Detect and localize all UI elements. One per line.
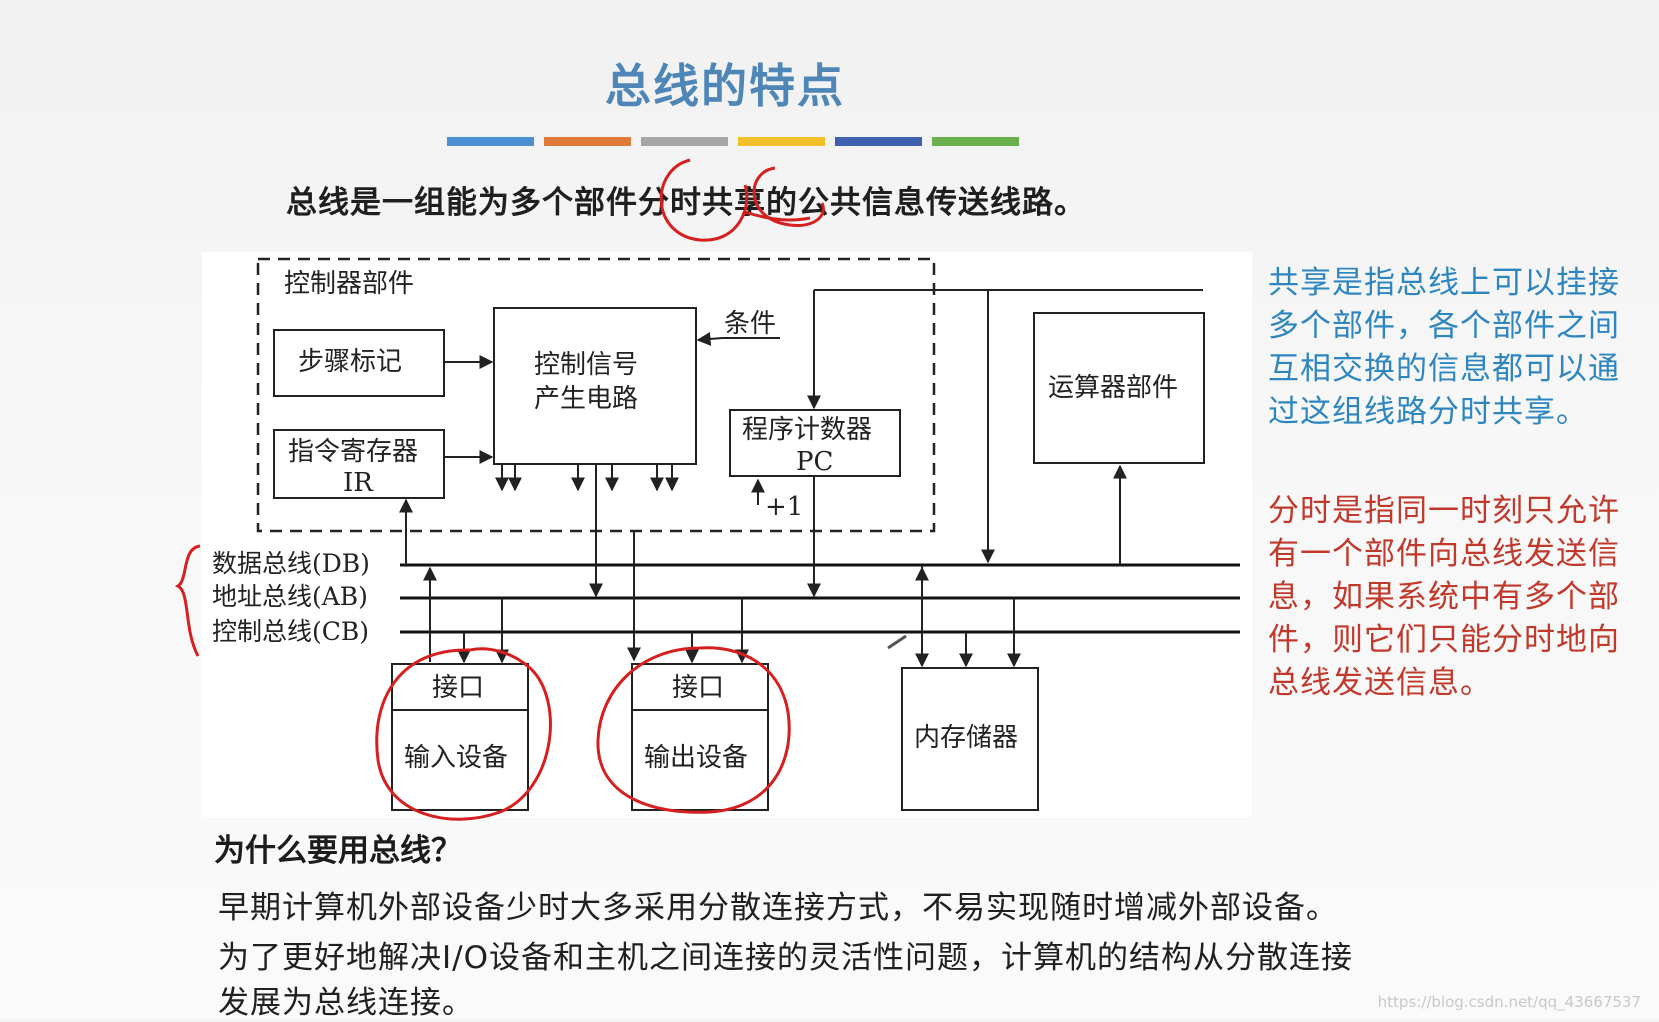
explanation-paragraph-3: 发展为总线连接。: [218, 985, 474, 1021]
input-interface-label: 接口: [432, 673, 484, 703]
pc-label-line2: PC: [796, 447, 833, 477]
ir-label-line2: IR: [343, 468, 374, 498]
annotation-circles-top: [659, 158, 825, 242]
memory-box: [901, 667, 1039, 811]
timeshare-explanation-note: 分时是指同一时刻只允许有一个部件向总线发送信息，如果系统中有多个部件，则它们只能…: [1268, 493, 1620, 701]
shared-explanation-note: 共享是指总线上可以挂接多个部件，各个部件之间互相交换的信息都可以通过这组线路分时…: [1268, 265, 1620, 430]
slide-title: 总线的特点: [605, 59, 845, 113]
address-bus-label: 地址总线(AB): [212, 582, 368, 611]
output-device-label: 输出设备: [644, 743, 748, 773]
why-bus-question: 为什么要用总线？: [214, 833, 462, 869]
color-bar: [544, 137, 631, 146]
annotation-brace: [174, 544, 201, 657]
output-interface-box: [631, 663, 769, 711]
title-color-bars: [447, 137, 1019, 146]
explanation-paragraph-2: 为了更好地解决I/O设备和主机之间连接的灵活性问题，计算机的结构从分散连接: [218, 940, 1353, 976]
pc-box: [729, 409, 901, 477]
pc-label-line1: 程序计数器: [742, 415, 872, 445]
source-watermark: https://blog.csdn.net/qq_43667537: [1377, 993, 1641, 1011]
color-bar: [835, 137, 922, 146]
bus-definition: 总线是一组能为多个部件分时共享的公共信息传送线路。: [286, 185, 1086, 221]
input-device-label: 输入设备: [404, 743, 508, 773]
data-bus-label: 数据总线(DB): [212, 549, 370, 578]
input-device-box: [391, 709, 529, 811]
control-signal-line2: 产生电路: [534, 384, 638, 414]
control-bus-label: 控制总线(CB): [212, 617, 369, 646]
memory-label: 内存储器: [914, 723, 1018, 753]
controller-label: 控制器部件: [284, 269, 414, 299]
color-bar: [447, 137, 534, 146]
control-signal-line1: 控制信号: [534, 350, 638, 380]
condition-label: 条件: [724, 309, 776, 339]
output-interface-label: 接口: [672, 673, 724, 703]
alu-box: [1033, 312, 1205, 464]
explanation-paragraph-1: 早期计算机外部设备少时大多采用分散连接方式，不易实现随时增减外部设备。: [218, 890, 1338, 926]
pen-mark: [887, 634, 907, 650]
control-signal-box: [493, 307, 697, 465]
step-marker-label: 步骤标记: [298, 347, 402, 377]
ir-label-line1: 指令寄存器: [288, 437, 418, 467]
annotation-circle-input: [375, 647, 552, 821]
ir-box: [273, 429, 445, 499]
plus-one-label: +1: [765, 492, 803, 522]
annotation-circle-output: [596, 646, 791, 814]
color-bar: [738, 137, 825, 146]
alu-label: 运算器部件: [1048, 373, 1178, 403]
color-bar: [641, 137, 728, 146]
output-device-box: [631, 709, 769, 811]
color-bar: [932, 137, 1019, 146]
